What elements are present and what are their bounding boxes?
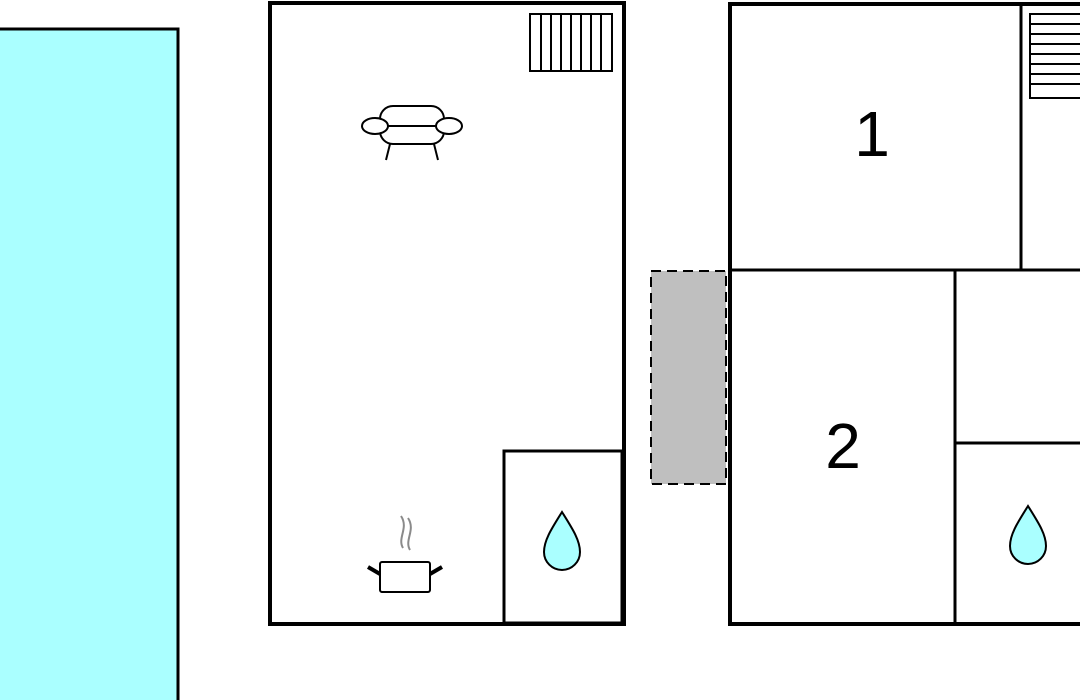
stairs-icon [529,13,613,72]
sofa-icon [361,105,463,161]
room-number-2: 2 [825,410,861,482]
terrace [650,270,727,485]
cooking-pot-icon [366,515,444,593]
water-drop-icon [1008,504,1048,565]
water-drop-icon [542,510,582,571]
swimming-pool [0,27,180,700]
room-number-1: 1 [854,98,890,170]
stairs-icon [1029,13,1080,99]
